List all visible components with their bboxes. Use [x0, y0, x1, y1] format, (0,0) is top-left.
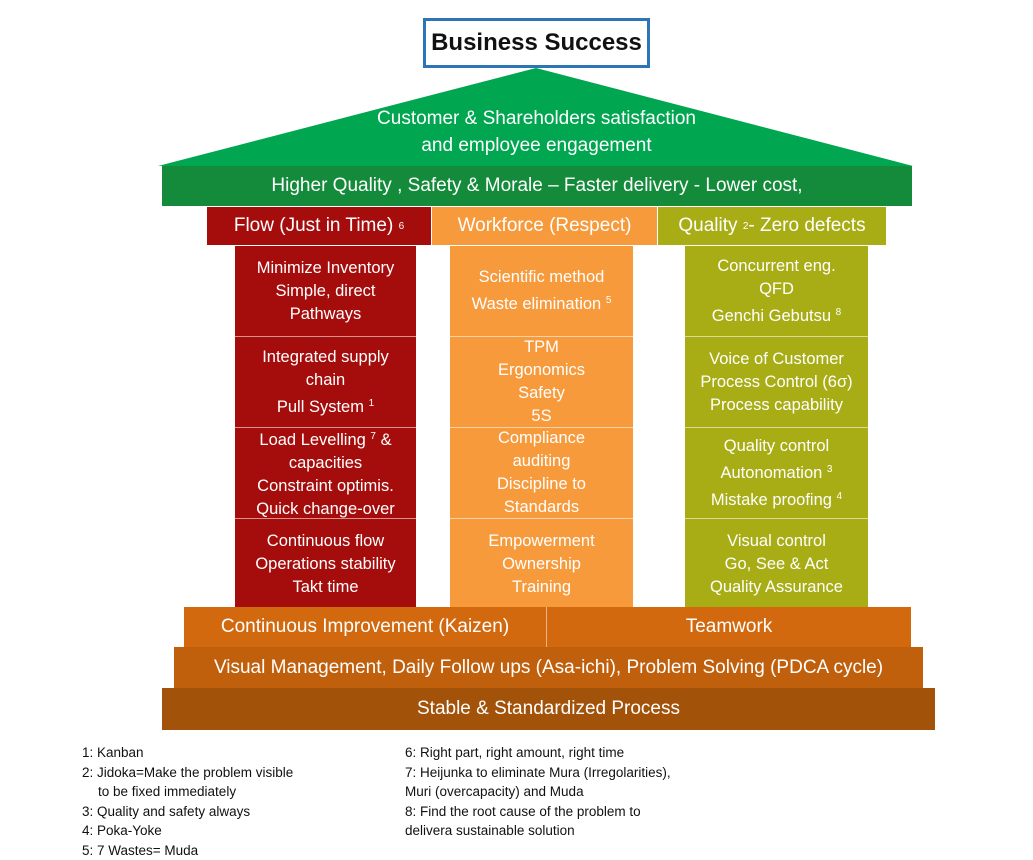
pillar-cell-line: Quality Assurance [710, 576, 843, 599]
pillar-cell-line: Ergonomics [498, 359, 585, 382]
pillar-cell-line: Pathways [290, 303, 362, 326]
pillar-cell-line: Constraint optimis. [257, 475, 394, 498]
pillar-cell-line: TPM [524, 336, 559, 359]
footnote: 1: Kanban [82, 743, 293, 763]
pillar-cell-line: Go, See & Act [725, 553, 829, 576]
pillar-cell-line: Minimize Inventory [257, 257, 395, 280]
roof-line-1: Customer & Shareholders satisfaction [300, 105, 773, 132]
beam-benefits: Higher Quality , Safety & Morale – Faste… [162, 166, 912, 206]
footnote: 7: Heijunka to eliminate Mura (Irregolar… [405, 763, 671, 783]
footnote: 3: Quality and safety always [82, 802, 293, 822]
pillar-cell-line: Voice of Customer [709, 348, 844, 371]
base-stable-process-label: Stable & Standardized Process [417, 698, 680, 720]
pillar-cell-line: Continuous flow [267, 530, 384, 553]
pillar-cell-line: Discipline to [497, 473, 586, 496]
pillar-cell-line: Genchi Gebutsu 8 [712, 301, 841, 328]
pillar-header-workforce: Workforce (Respect) [432, 207, 657, 245]
pillar-cell-line: Standards [504, 496, 579, 519]
pillar-cell-line: Scientific method [479, 266, 605, 289]
base-kaizen: Continuous Improvement (Kaizen) [184, 607, 547, 647]
footnote: delivera sustainable solution [405, 821, 671, 841]
roof-line-2: and employee engagement [300, 132, 773, 159]
footnote: Muri (overcapacity) and Muda [405, 782, 671, 802]
pillar-cell-line: Takt time [292, 576, 358, 599]
pillar-header-quality: Quality 2- Zero defects [658, 207, 886, 245]
base-visual-management: Visual Management, Daily Follow ups (Asa… [174, 647, 923, 688]
pillar-header-quality-label: Quality [678, 215, 737, 237]
pillar-cell-line: Ownership [502, 553, 581, 576]
pillar-header-flow-sup: 6 [399, 221, 405, 232]
base-stable-process: Stable & Standardized Process [162, 688, 935, 730]
pillar-cell-line: Simple, direct [276, 280, 376, 303]
footnote: 4: Poka-Yoke [82, 821, 293, 841]
pillar-cell-line: Compliance [498, 427, 585, 450]
pillar-cell-line: Autonomation 3 [721, 458, 833, 485]
footnote: 2: Jidoka=Make the problem visible [82, 763, 293, 783]
pillar-cell-line: Safety [518, 382, 565, 405]
pillar-cell-line: Concurrent eng. [717, 255, 835, 278]
base-kaizen-label: Continuous Improvement (Kaizen) [221, 616, 509, 638]
footnotes-right: 6: Right part, right amount, right time … [405, 743, 671, 841]
pillar-cell-line: Mistake proofing 4 [711, 485, 842, 512]
pillar-header-flow: Flow (Just in Time) 6 [207, 207, 431, 245]
pillar-cell-line: capacities [289, 452, 362, 475]
roof-text: Customer & Shareholders satisfaction and… [300, 105, 773, 159]
pillar-cell-line: Load Levelling 7 & [259, 425, 391, 452]
pillar-cell-line: Waste elimination 5 [472, 289, 612, 316]
pillar-cell-line: Process capability [710, 394, 843, 417]
base-teamwork: Teamwork [547, 607, 911, 647]
pillar-cell-line: Quick change-over [256, 498, 395, 521]
pillar-cell-line: chain [306, 369, 345, 392]
pillar-cell-line: Integrated supply [262, 346, 389, 369]
pillar-header-quality-after: - Zero defects [748, 215, 865, 237]
pillar-cell-line: Visual control [727, 530, 826, 553]
pillar-cell-line: 5S [531, 405, 551, 428]
pillar-cell-line: Operations stability [255, 553, 395, 576]
pillar-cell-line: QFD [759, 278, 794, 301]
base-visual-management-label: Visual Management, Daily Follow ups (Asa… [214, 657, 883, 679]
footnote: 6: Right part, right amount, right time [405, 743, 671, 763]
pillar-cell-line: Pull System 1 [277, 392, 374, 419]
base-teamwork-label: Teamwork [686, 616, 773, 638]
pillar-cell-line: Empowerment [488, 530, 594, 553]
pillar-cell-line: Training [512, 576, 571, 599]
pillar-header-flow-label: Flow (Just in Time) [234, 215, 393, 237]
pillar-header-workforce-label: Workforce (Respect) [458, 215, 632, 237]
pillar-cell-line: auditing [513, 450, 571, 473]
footnote: 5: 7 Wastes= Muda [82, 841, 293, 860]
beam-text: Higher Quality , Safety & Morale – Faste… [271, 175, 802, 197]
footnote: 8: Find the root cause of the problem to [405, 802, 671, 822]
footnotes-left: 1: Kanban 2: Jidoka=Make the problem vis… [82, 743, 293, 860]
footnote: to be fixed immediately [82, 782, 293, 802]
pillar-cell-line: Quality control [724, 435, 829, 458]
pillar-cell-line: Process Control (6σ) [700, 371, 852, 394]
